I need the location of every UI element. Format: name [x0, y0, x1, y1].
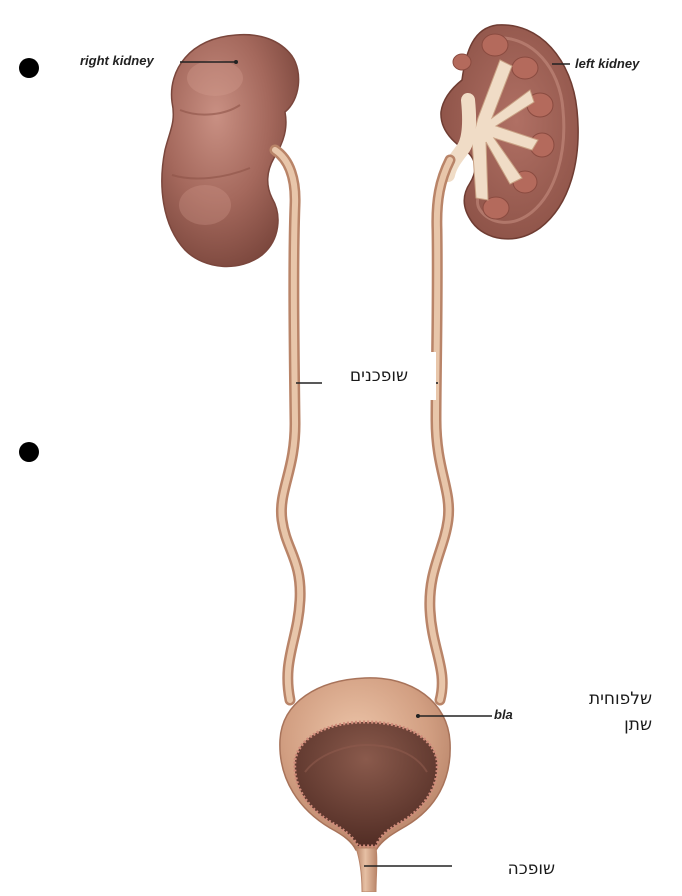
urinary-bladder — [280, 678, 450, 850]
label-left-kidney: left kidney — [575, 56, 639, 71]
bullet-middle — [19, 442, 39, 462]
label-right-kidney: right kidney — [80, 53, 154, 68]
urethra — [356, 848, 377, 892]
label-bladder-hebrew: שלפוחית שתן — [532, 686, 652, 738]
left-kidney — [441, 25, 578, 239]
label-bladder-line1: שלפוחית — [532, 686, 652, 712]
bullet-top — [19, 58, 39, 78]
label-bladder-fragment: bla — [494, 707, 513, 722]
label-urethra: שופכה — [455, 852, 555, 886]
label-ureters: שופכנים — [322, 352, 436, 400]
label-bladder-line2: שתן — [532, 712, 652, 738]
